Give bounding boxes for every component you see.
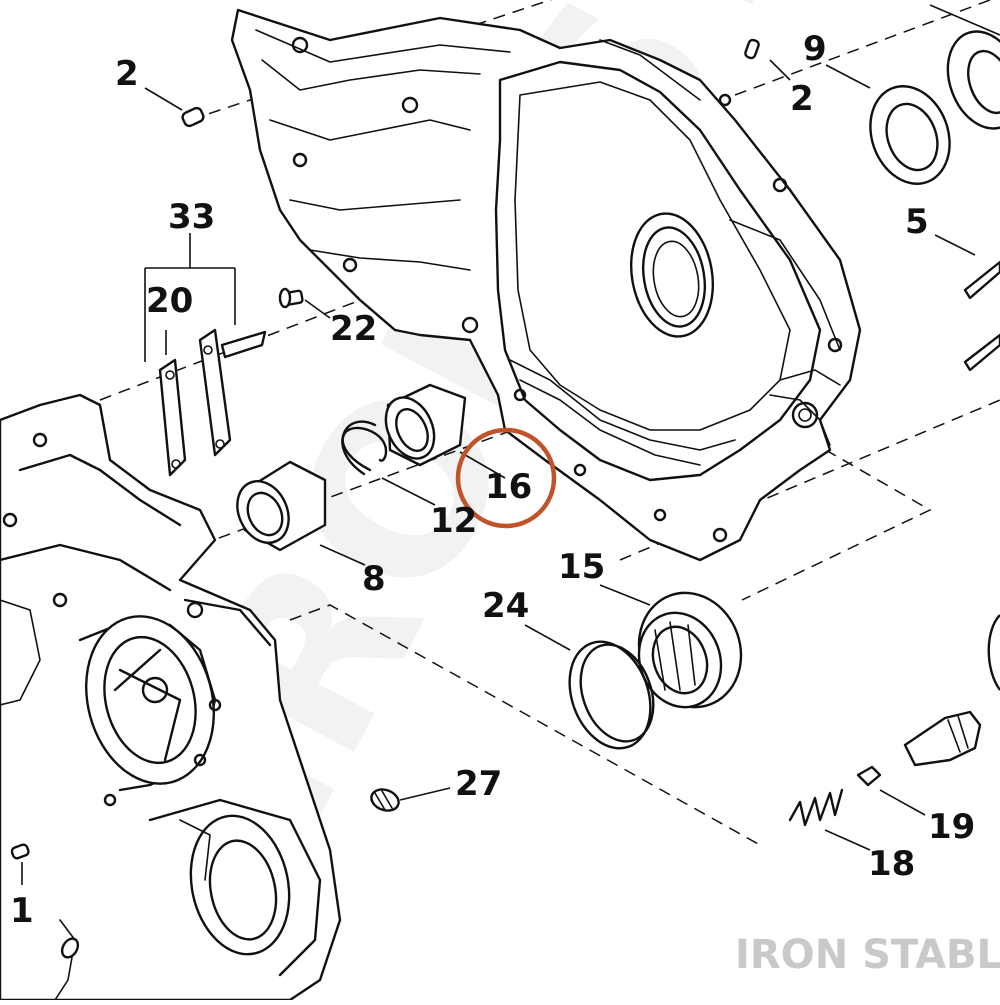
callout-2-left: 2 (115, 54, 139, 94)
bearing-upper-right (946, 30, 1000, 130)
callout-18: 18 (868, 844, 915, 884)
dowel-pin-2-left (181, 106, 205, 128)
spring-18 (788, 788, 844, 827)
gasket-plates-20 (158, 328, 267, 477)
callout-12: 12 (430, 501, 477, 541)
callout-1: 1 (10, 891, 34, 931)
callout-16: 16 (485, 467, 532, 507)
set-screw-27 (370, 788, 400, 812)
group-bracket-33 (144, 233, 236, 362)
gearcase-cover-left (0, 393, 342, 1002)
retaining-ring-12 (341, 420, 388, 476)
callout-27: 27 (455, 764, 502, 804)
plunger-19 (856, 765, 882, 787)
callout-9: 9 (803, 29, 827, 69)
callout-19: 19 (928, 807, 975, 847)
callout-labels: 2 2 9 5 33 20 22 16 12 8 15 24 27 19 18 … (10, 29, 975, 931)
dowel-pin-2-right (744, 38, 760, 60)
roller-bearing-15 (637, 591, 743, 709)
callout-15: 15 (558, 547, 605, 587)
bushing-16 (384, 383, 467, 467)
leader-lines (21, 4, 1000, 885)
stud-5 (963, 260, 1000, 372)
oil-seal-9 (869, 85, 951, 185)
crankcase-half-main (230, 8, 862, 562)
callout-8: 8 (362, 559, 386, 599)
callout-33: 33 (168, 197, 215, 237)
screw-22 (278, 287, 304, 309)
cover-right-edge (987, 614, 1000, 691)
callout-24: 24 (482, 586, 529, 626)
callout-20: 20 (146, 281, 193, 321)
brand-logo-text: IRON STABLE (735, 932, 1000, 978)
callout-5: 5 (905, 202, 929, 242)
bushing-8 (236, 460, 327, 552)
valve-fitting (903, 710, 982, 767)
callout-22: 22 (330, 309, 377, 349)
highlight-circle-16 (455, 427, 557, 529)
callout-2-right: 2 (790, 79, 814, 119)
dowel-pin-1 (10, 843, 30, 860)
retaining-ring-24 (568, 640, 655, 750)
